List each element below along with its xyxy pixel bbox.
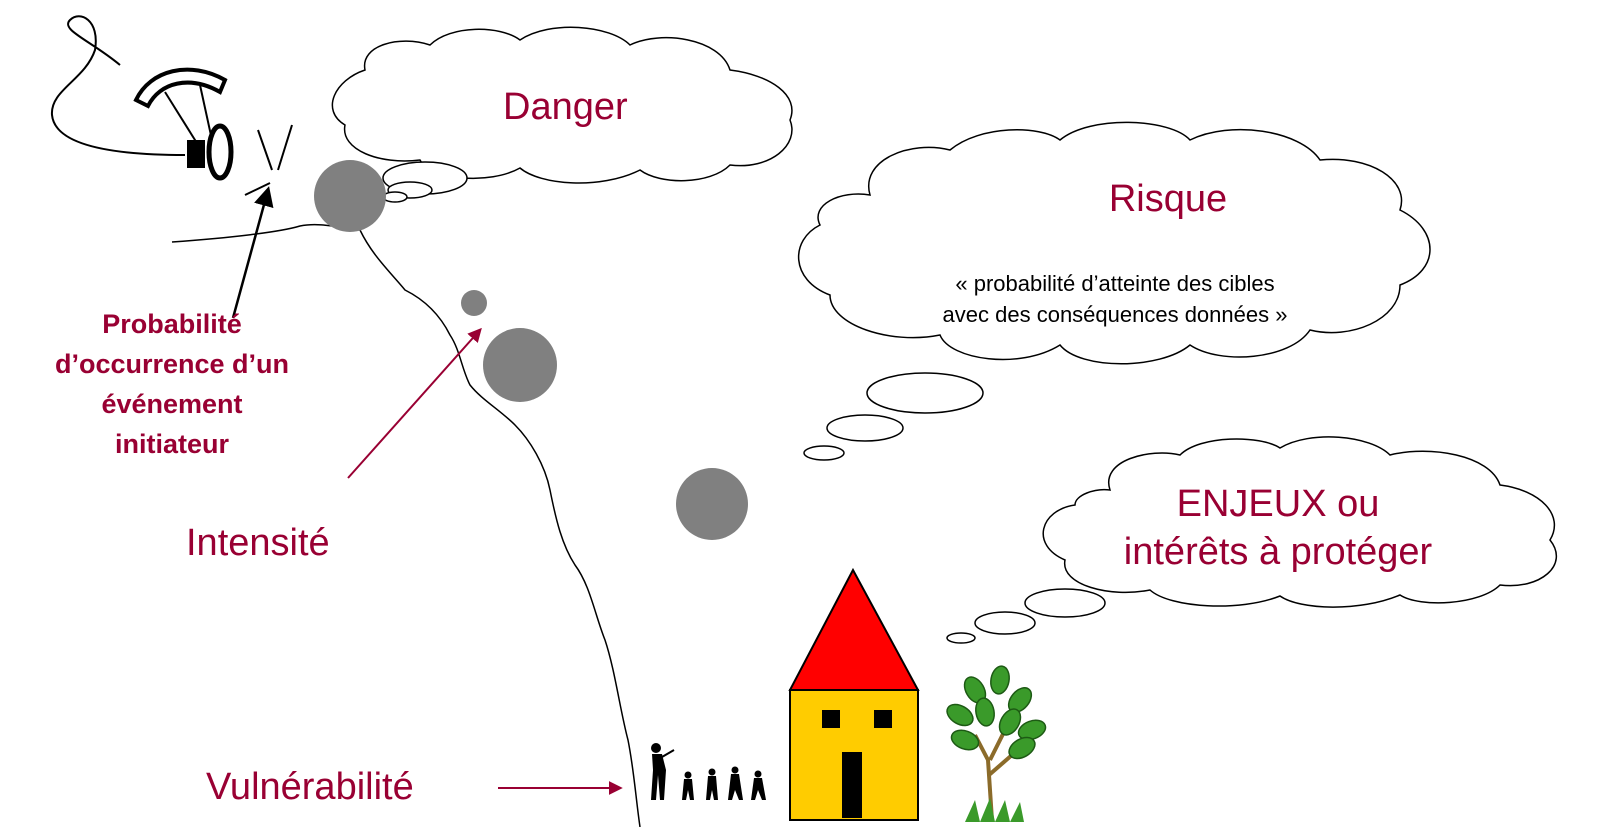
risque-cloud [797, 121, 1431, 365]
enjeux-bubble-1 [1024, 588, 1106, 618]
risque-bubble-1 [866, 372, 984, 414]
probabilite-line-2: d’occurrence d’un [54, 349, 290, 379]
risque-definition-line-1: « probabilité d’atteinte des cibles [955, 271, 1275, 296]
boulder-icon [483, 328, 557, 402]
intensite-label: Intensité [186, 522, 330, 564]
probabilite-line-3: événement [101, 389, 243, 419]
boulder-icon [314, 160, 386, 232]
enjeux-bubble-2 [974, 611, 1036, 635]
enjeux-bubble-3 [946, 632, 976, 644]
risque-definition-line-2: avec des conséquences données » [942, 302, 1288, 327]
danger-bubble-3 [382, 191, 408, 203]
enjeux-label: ENJEUX ou intérêts à protéger [1124, 480, 1432, 576]
house-icon [788, 567, 920, 821]
probabilite-label: Probabilité d’occurrence d’un événement … [55, 304, 289, 464]
tree-icon [946, 665, 1047, 822]
boulder-icon [461, 290, 487, 316]
people-icon [651, 743, 766, 800]
enjeux-line-1: ENJEUX ou [1176, 483, 1380, 525]
enjeux-cloud [1042, 436, 1557, 608]
risque-title: Risque [1108, 178, 1228, 220]
risque-bubble-3 [803, 445, 845, 461]
danger-cloud [331, 26, 793, 184]
boulder-icon [676, 468, 748, 540]
enjeux-line-2: intérêts à protéger [1123, 531, 1433, 573]
risque-bubble-2 [826, 414, 904, 442]
paraglider-icon [133, 67, 234, 181]
paraglider-line [50, 15, 186, 156]
intensite-arrow [347, 327, 482, 479]
probabilite-line-1: Probabilité [102, 309, 242, 339]
probabilite-arrow [231, 186, 274, 319]
risque-definition: « probabilité d’atteinte des cibles avec… [943, 268, 1288, 330]
probabilite-line-4: initiateur [114, 429, 229, 459]
vulnerabilite-label: Vulnérabilité [206, 766, 414, 808]
danger-label: Danger [503, 86, 628, 128]
trigger-marks [244, 124, 293, 196]
